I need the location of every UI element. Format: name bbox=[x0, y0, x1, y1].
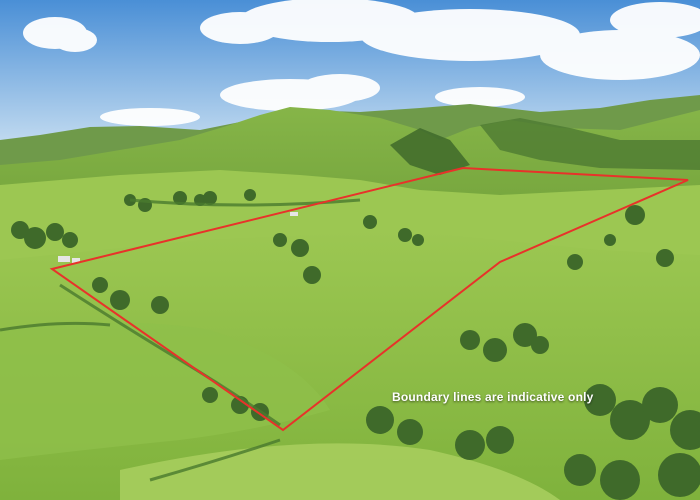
forested-ridge bbox=[480, 118, 700, 170]
forested-gully bbox=[390, 128, 470, 175]
ridge-shading bbox=[0, 322, 330, 460]
property-boundary bbox=[49, 166, 689, 432]
clouds bbox=[23, 0, 700, 126]
boundary-disclaimer: Boundary lines are indicative only bbox=[392, 390, 594, 404]
trees bbox=[11, 189, 700, 500]
hedgerows bbox=[0, 198, 361, 482]
farm-buildings bbox=[58, 212, 298, 263]
